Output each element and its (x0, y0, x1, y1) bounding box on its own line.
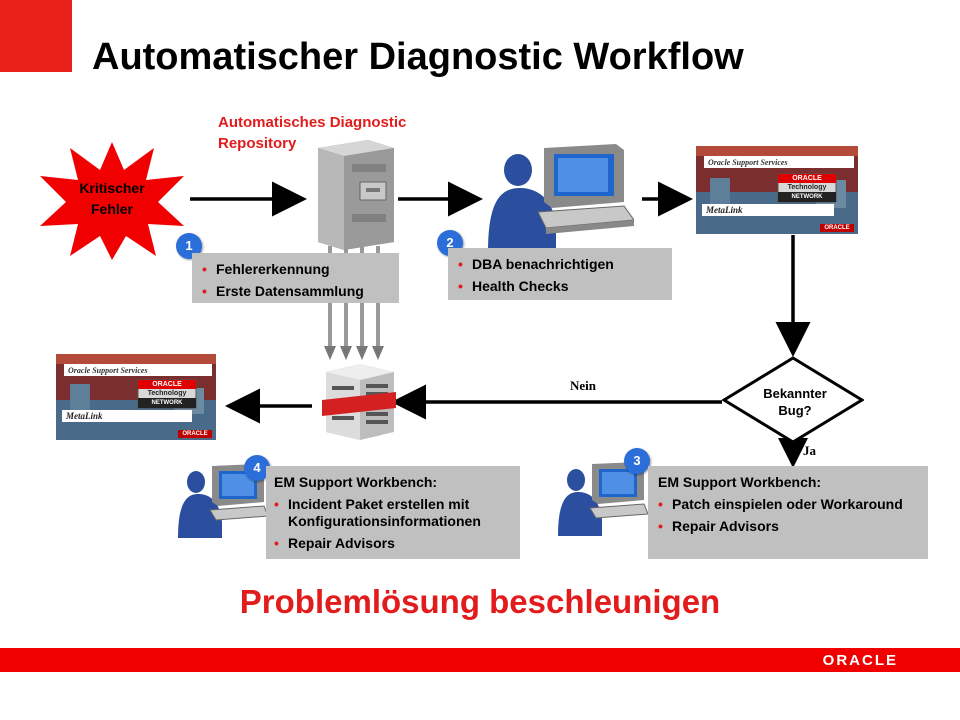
metalink-product: MetaLink (706, 205, 743, 215)
step-2-item: Health Checks (472, 278, 569, 294)
step-3-item: Repair Advisors (672, 518, 779, 534)
step-4-heading: EM Support Workbench: (274, 474, 438, 490)
metalink-footer-logo: ORACLE (824, 225, 850, 231)
metalink-header: Oracle Support Services (708, 158, 788, 167)
dba-workstation-icon (484, 140, 635, 257)
repository-label: Automatisches Diagnostic Repository (218, 114, 407, 152)
step-3-heading: EM Support Workbench: (658, 474, 822, 490)
step-2-item: DBA benachrichtigen (472, 256, 614, 272)
step-1-item: Erste Datensammlung (216, 283, 364, 299)
metalink-network: NETWORK (791, 194, 823, 200)
step-4-item: Repair Advisors (288, 535, 395, 551)
step-4-badge: 4 (244, 455, 270, 481)
decision-line2: Bug? (778, 403, 812, 418)
metalink-brand: ORACLE (152, 381, 182, 388)
repo-to-package-arrowheads (324, 346, 384, 360)
step-3-box: EM Support Workbench: •Patch einspielen … (648, 466, 928, 559)
decision-diamond (722, 356, 864, 444)
metalink-product: MetaLink (66, 411, 103, 421)
step-1-item: Fehlererkennung (216, 261, 330, 277)
step-3-badge: 3 (624, 448, 650, 474)
metalink-brand: ORACLE (792, 175, 822, 182)
step-4-item: Incident Paket erstellen mit Konfigurati… (288, 496, 481, 529)
tagline: Problemlösung beschleunigen (239, 583, 721, 620)
starburst-line1: Kritischer (79, 180, 145, 196)
metalink-technology: Technology (147, 390, 187, 397)
workbench-user-icon (176, 462, 269, 543)
decision-label: Bekannter Bug? (727, 385, 863, 419)
no-label: Nein (570, 378, 596, 393)
metalink-banner-top: Oracle Support Services ORACLE Technolog… (696, 146, 858, 234)
starburst-line2: Fehler (90, 201, 133, 217)
slide-title: Automatischer Diagnostic Workflow (92, 36, 744, 78)
step-1-box: •Fehlererkennung •Erste Datensammlung (192, 253, 399, 303)
metalink-technology: Technology (787, 184, 827, 191)
step-2-box: •DBA benachrichtigen •Health Checks (448, 248, 672, 300)
step-4-box: EM Support Workbench: •Incident Paket er… (266, 466, 520, 559)
metalink-banner-left: Oracle Support Services ORACLE Technolog… (56, 354, 216, 440)
metalink-network: NETWORK (151, 400, 183, 406)
decision-line1: Bekannter (763, 386, 827, 401)
corner-accent (0, 0, 72, 72)
starburst-icon (40, 142, 184, 260)
incident-package-icon (318, 362, 398, 445)
repository-server-icon (312, 138, 398, 255)
metalink-footer-logo: ORACLE (182, 431, 208, 437)
footer-bar (0, 648, 960, 672)
metalink-header: Oracle Support Services (68, 366, 148, 375)
oracle-logo: ORACLE (822, 652, 898, 669)
critical-error-starburst: Kritischer Fehler (36, 140, 188, 262)
yes-label: Ja (803, 443, 816, 458)
step-3-item: Patch einspielen oder Workaround (672, 496, 903, 512)
